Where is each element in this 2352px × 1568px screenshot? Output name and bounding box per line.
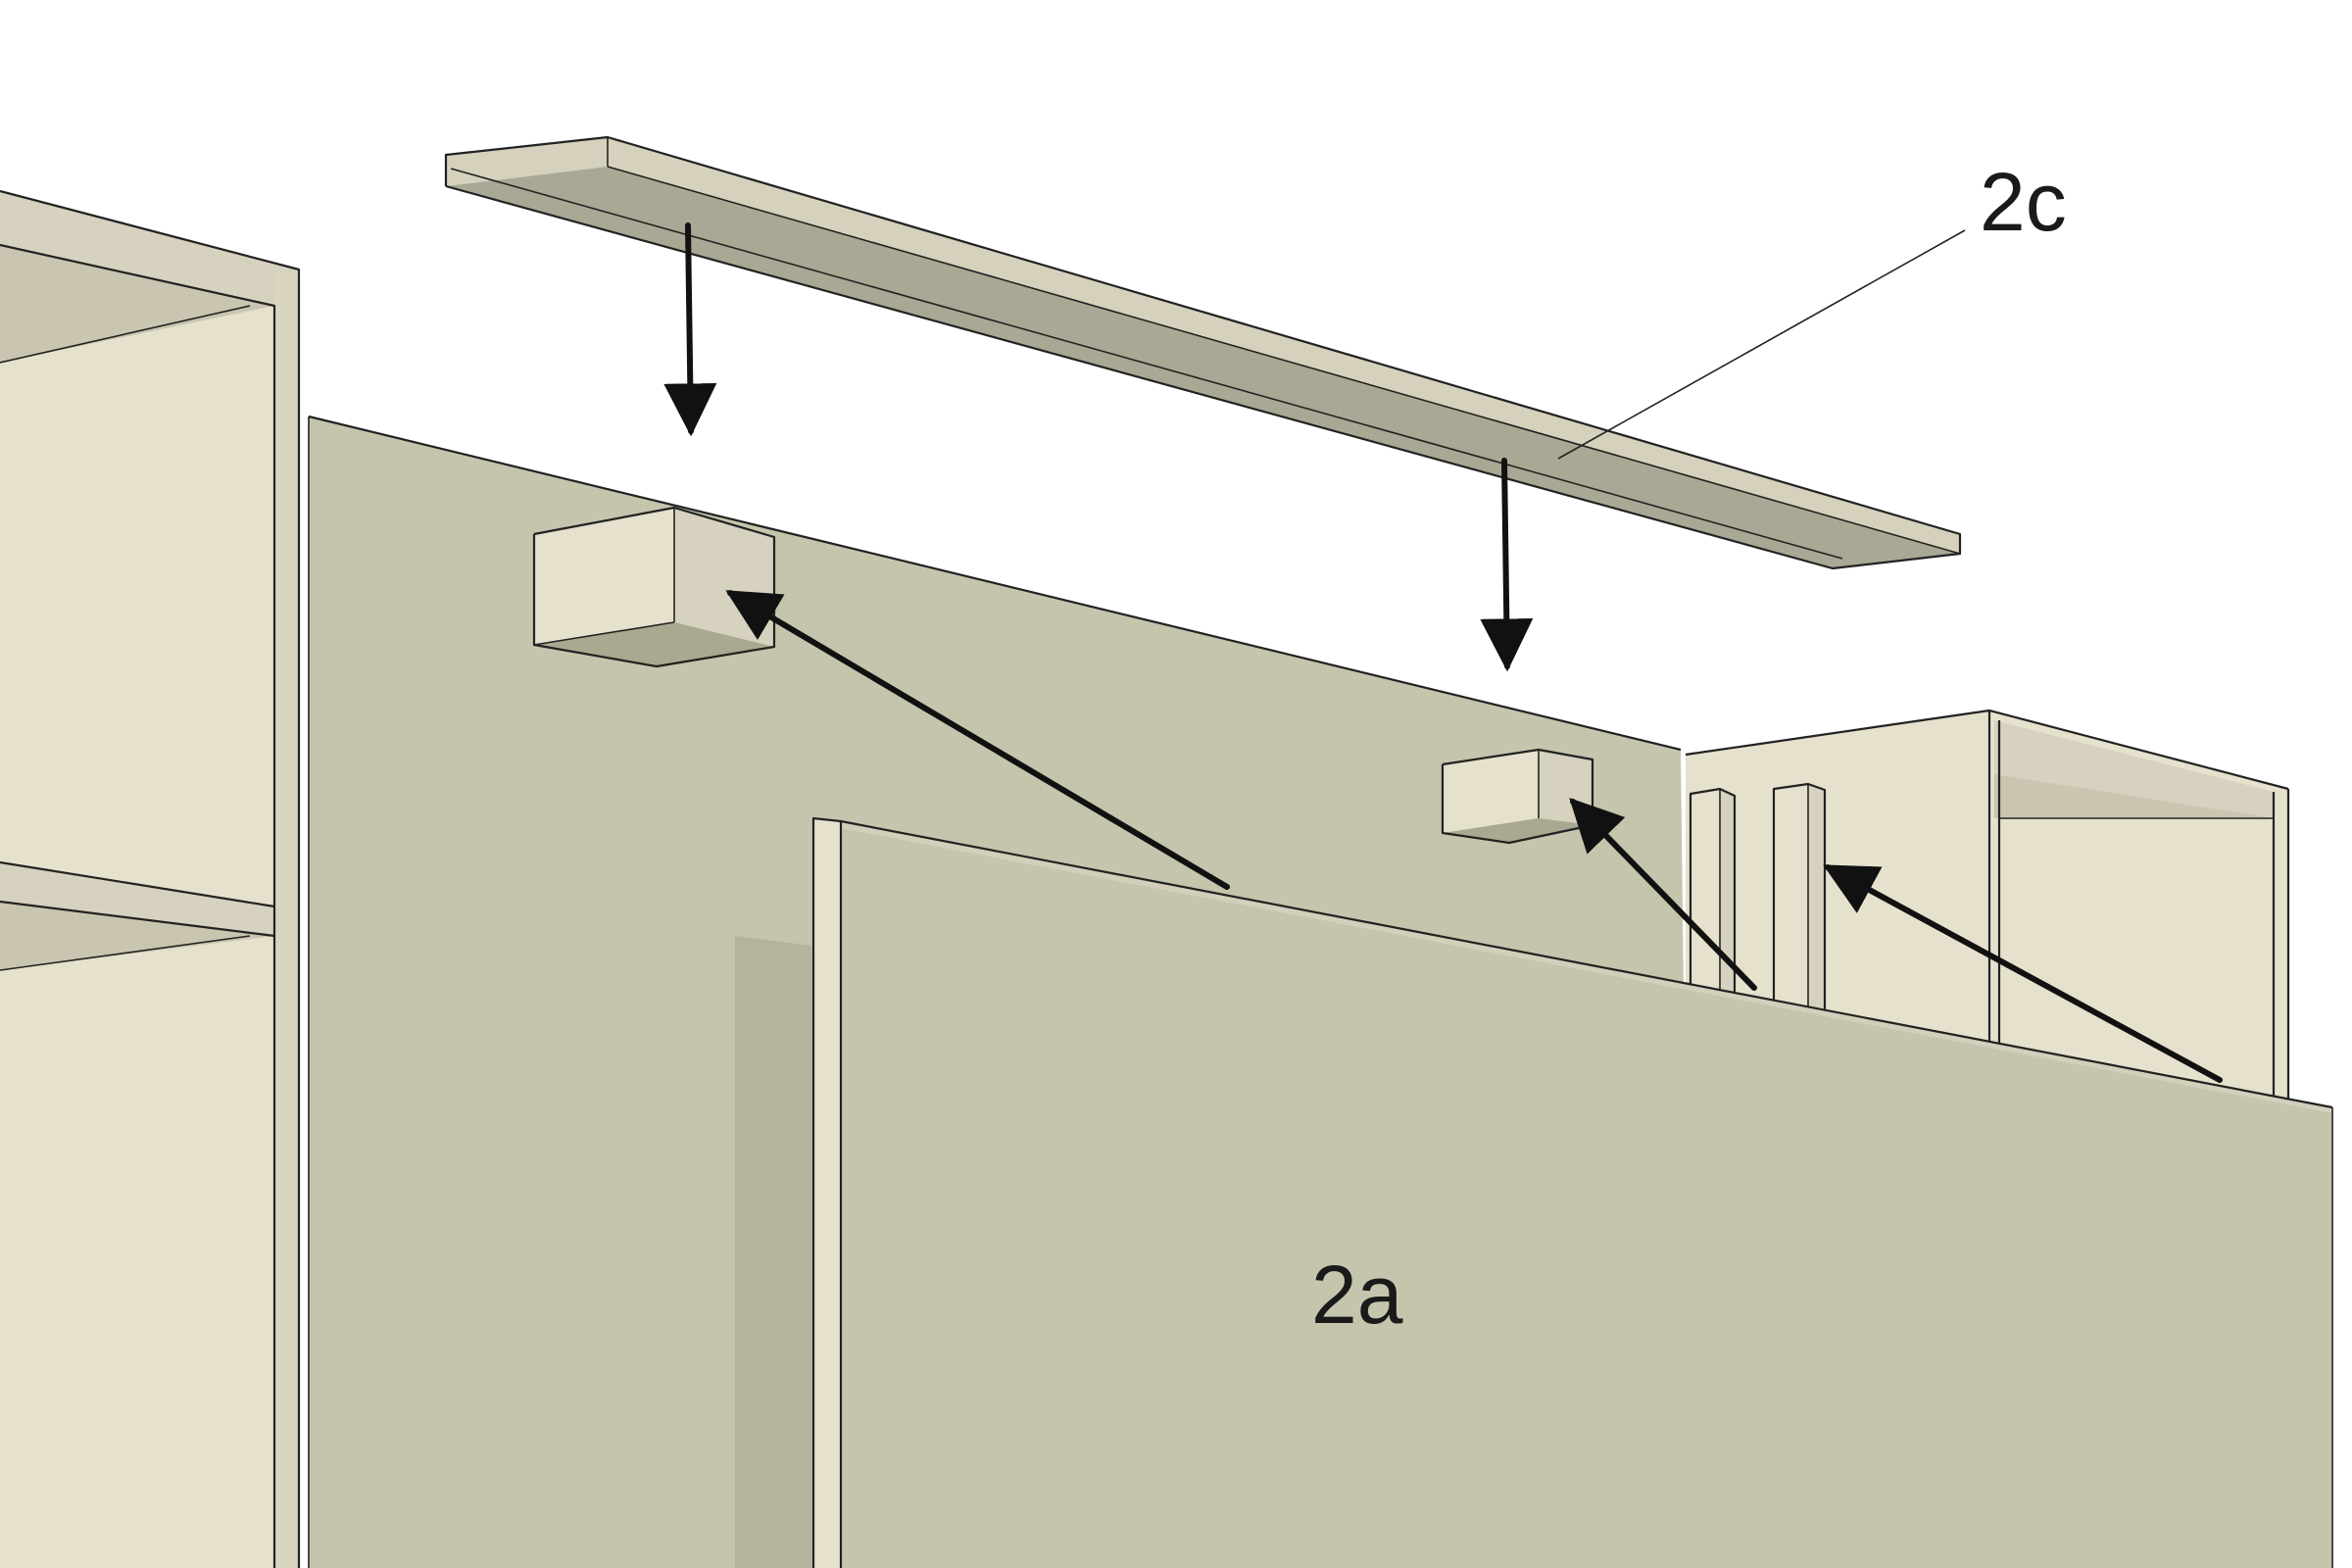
leader-line-2c: [1557, 229, 1966, 460]
label-2c: 2c: [1980, 156, 2067, 248]
front-panel: [811, 816, 2333, 1568]
assembly-arrows: [663, 222, 2223, 1083]
right-cabinet: [1685, 709, 2290, 1107]
label-2a: 2a: [1311, 1249, 1403, 1341]
connector-block-right: [1441, 748, 1594, 845]
top-board: [444, 135, 1962, 570]
arrow-to-upright: [1823, 864, 2223, 1083]
connector-block-left: [532, 506, 776, 668]
arrow-to-left-block: [725, 590, 1230, 890]
left-cabinet: [0, 189, 301, 1568]
arrow-to-right-block: [1569, 798, 1757, 991]
arrow-down-right: [1480, 458, 1534, 672]
arrow-down-left: [663, 222, 717, 437]
